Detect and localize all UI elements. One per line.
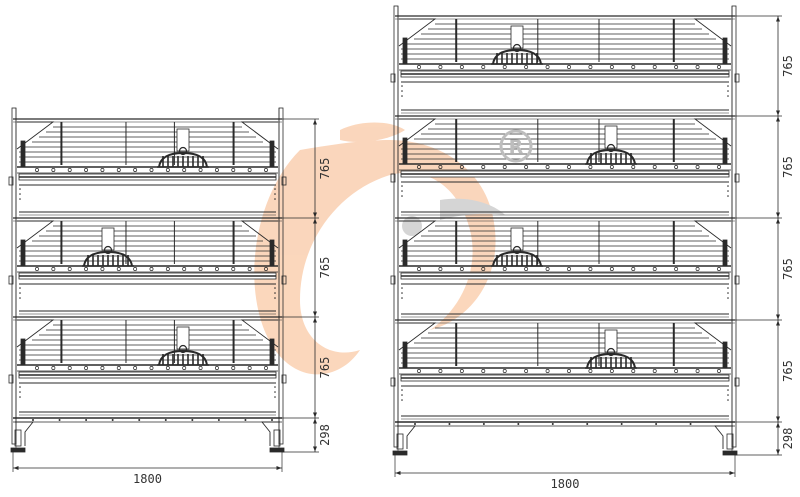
svg-text:R: R [509, 136, 524, 158]
tier-height-label: 765 [318, 158, 332, 180]
tier-height-label: 765 [781, 55, 795, 77]
base-height-label: 298 [318, 424, 332, 446]
tier-height-label: 765 [781, 360, 795, 382]
width-dimension-label: 1800 [551, 477, 580, 491]
cage-drawing-three-tier: 765 765 765 298 1800 [8, 107, 332, 486]
tier-height-label: 765 [318, 257, 332, 279]
tier-height-label: 765 [781, 156, 795, 178]
tier-height-label: 765 [781, 258, 795, 280]
registered-mark: R [499, 129, 533, 163]
watermark-logo [254, 122, 505, 375]
base-height-label: 298 [781, 428, 795, 450]
tier-height-label: 765 [318, 357, 332, 379]
cage-drawing-four-tier: 765 765 765 765 298 1800 [390, 5, 795, 491]
width-dimension-label: 1800 [133, 472, 162, 486]
